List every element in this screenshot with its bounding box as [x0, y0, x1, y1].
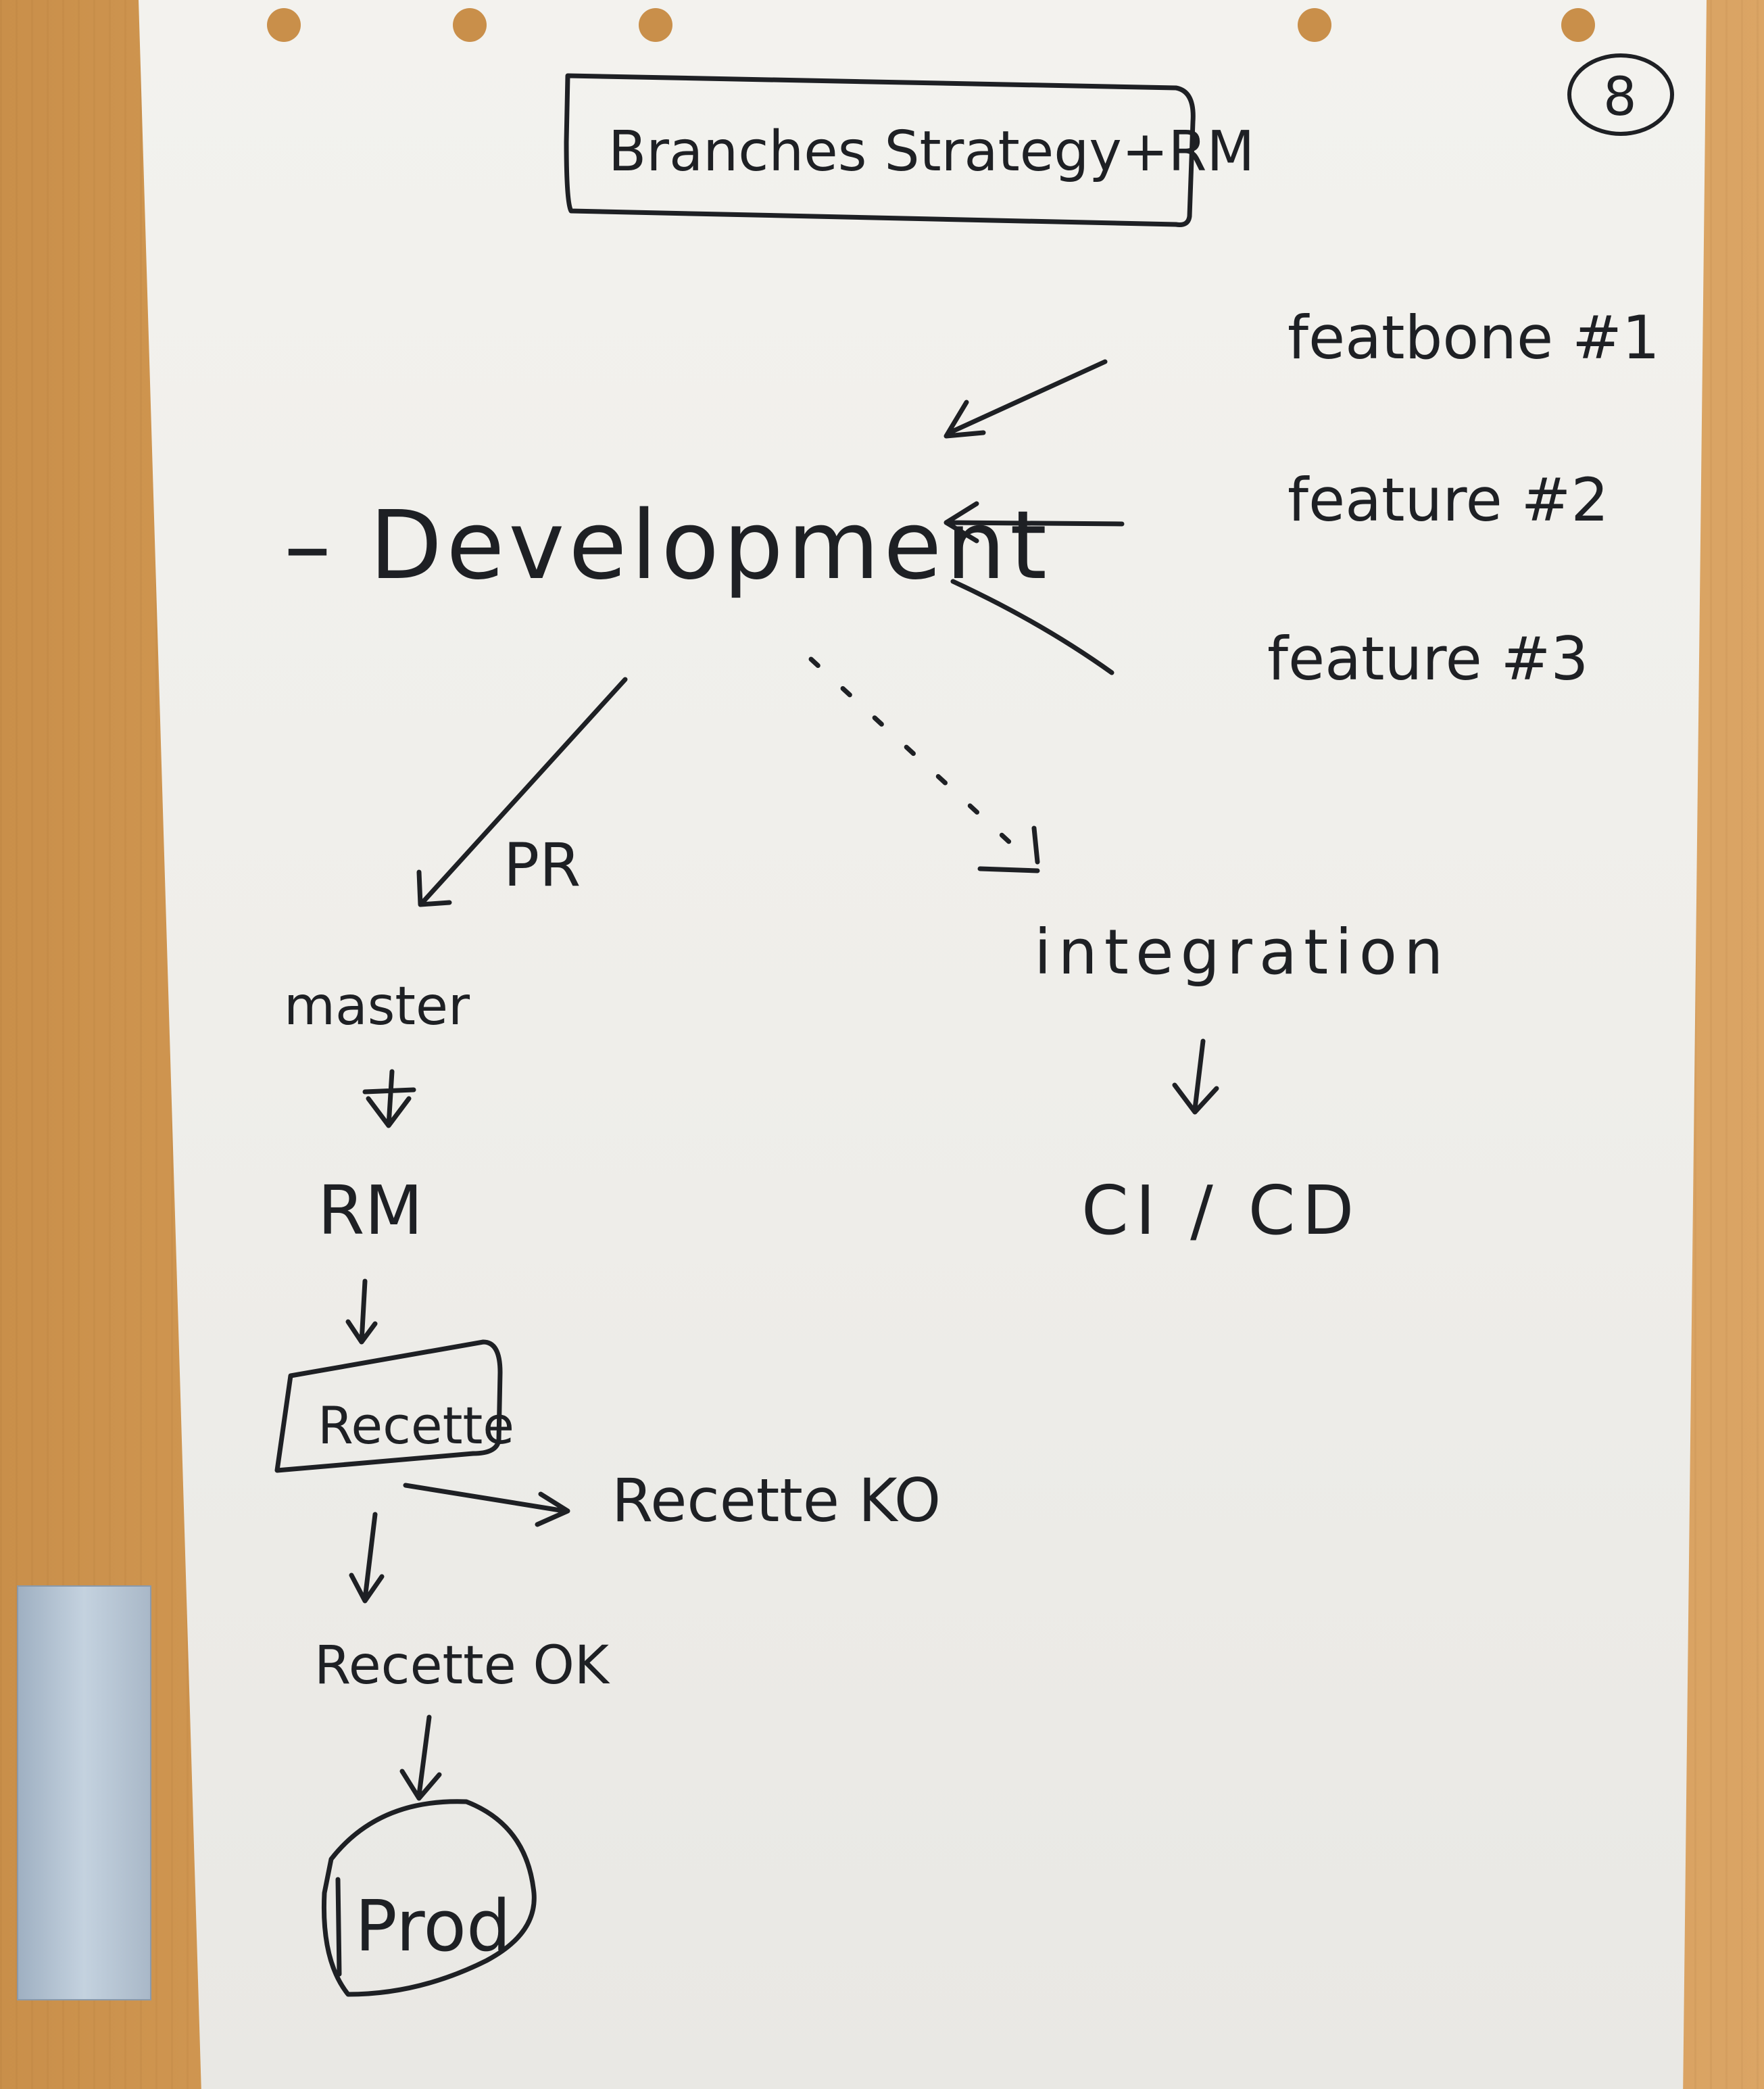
pr-label: PR [504, 830, 581, 900]
title-box [564, 73, 1196, 227]
development-label: – Development [284, 491, 1051, 601]
recette-ok-label: Recette OK [314, 1635, 610, 1696]
feature-3-label: feature #3 [1267, 624, 1588, 694]
master-label: master [284, 976, 470, 1037]
recette-label: Recette [318, 1395, 514, 1456]
prod-label: Prod [355, 1885, 511, 1967]
arrow-ok-to-prod [399, 1714, 442, 1801]
punch-hole [1298, 8, 1331, 42]
dotted-arrow-to-integration [808, 656, 1030, 861]
diagram-title: Branches Strategy+RM [608, 120, 1254, 184]
recette-ko-label: Recette KO [612, 1466, 941, 1535]
metal-plate [17, 1585, 151, 2000]
prod-shape [321, 1799, 537, 1997]
arrow-feature2-to-development [944, 501, 1125, 544]
arrow-recette-to-ok [349, 1512, 385, 1604]
feature-1-label: featbone #1 [1288, 303, 1660, 373]
arrow-rm-to-recette [345, 1278, 378, 1345]
flipchart-paper [139, 0, 1707, 2089]
arrow-recette-to-ko [403, 1483, 570, 1527]
punch-hole [267, 8, 301, 42]
dotted-arrowhead [977, 825, 1040, 873]
arrow-master-to-rm [362, 1069, 416, 1128]
page-number-circle [1567, 53, 1674, 136]
cicd-label: CI / CD [1081, 1171, 1361, 1250]
arrow-feature1-to-development [944, 359, 1108, 439]
punch-hole [453, 8, 487, 42]
rm-label: RM [318, 1171, 423, 1250]
pr-arrow [416, 677, 628, 907]
punch-hole [639, 8, 672, 42]
feature-2-label: feature #2 [1288, 465, 1609, 535]
page-number: 8 [1603, 67, 1637, 128]
recette-box [274, 1339, 503, 1473]
integration-label: integration [1034, 916, 1450, 988]
arrow-feature3-to-development [950, 579, 1114, 675]
arrow-integration-to-cicd [1172, 1038, 1219, 1115]
punch-hole [1561, 8, 1595, 42]
prod-bar [335, 1877, 342, 1977]
